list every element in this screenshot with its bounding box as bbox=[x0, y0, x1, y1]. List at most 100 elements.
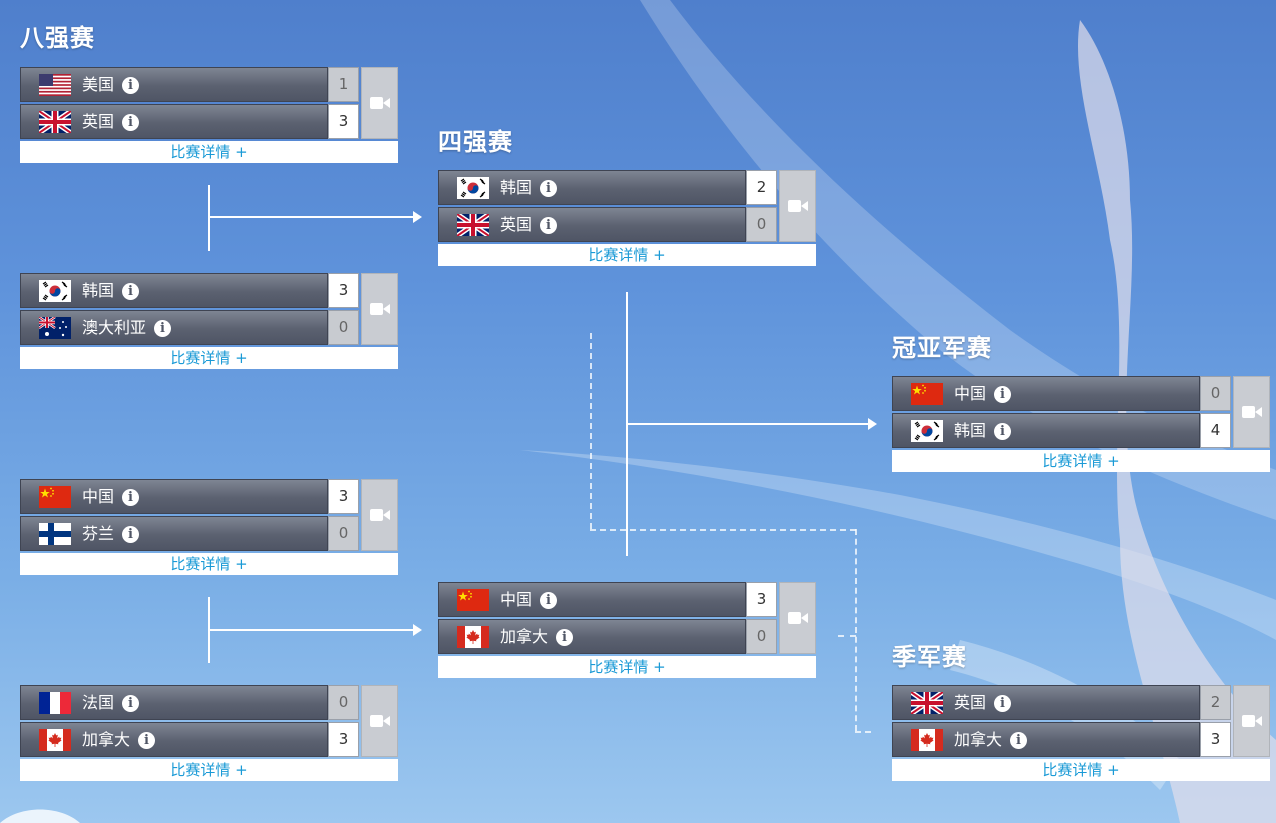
info-icon[interactable]: i bbox=[556, 629, 574, 646]
team-score: 3 bbox=[328, 722, 359, 757]
team-row[interactable]: 韩国 i bbox=[20, 273, 328, 308]
team-name: 英国 bbox=[82, 112, 115, 131]
info-icon[interactable]: i bbox=[540, 180, 558, 197]
team-row[interactable]: 澳大利亚 i bbox=[20, 310, 328, 345]
team-name-wrap: 英国 i bbox=[954, 693, 1012, 713]
team-name: 澳大利亚 bbox=[82, 318, 147, 337]
bracket-connector-vertical bbox=[208, 597, 210, 663]
video-replay-button[interactable] bbox=[779, 170, 816, 242]
info-icon[interactable]: i bbox=[994, 386, 1012, 403]
info-icon[interactable]: i bbox=[122, 489, 140, 506]
team-name: 加拿大 bbox=[500, 627, 549, 646]
info-icon[interactable]: i bbox=[122, 77, 140, 94]
match-details-link[interactable]: 比赛详情 + bbox=[20, 553, 398, 575]
loser-path-dashed-line bbox=[855, 731, 871, 733]
video-replay-button[interactable] bbox=[361, 273, 398, 345]
bracket-connector-horizontal bbox=[210, 629, 413, 631]
arrow-right-icon bbox=[413, 624, 422, 636]
team-row[interactable]: 英国 i bbox=[892, 685, 1200, 720]
loser-path-dashed-line bbox=[590, 333, 592, 529]
match-details-link[interactable]: 比赛详情 + bbox=[20, 759, 398, 781]
match-details-link[interactable]: 比赛详情 + bbox=[438, 656, 816, 678]
team-name-wrap: 韩国 i bbox=[82, 281, 140, 301]
team-score: 4 bbox=[1200, 413, 1231, 448]
team-name: 韩国 bbox=[82, 281, 115, 300]
team-score: 0 bbox=[746, 619, 777, 654]
team-name: 法国 bbox=[82, 693, 115, 712]
team-score: 0 bbox=[746, 207, 777, 242]
bracket-connector-vertical bbox=[626, 292, 628, 556]
bracket-connector-vertical bbox=[208, 185, 210, 251]
team-score: 3 bbox=[328, 273, 359, 308]
bracket-connector-horizontal bbox=[628, 423, 868, 425]
round-title-third-place: 季军赛 bbox=[892, 643, 967, 671]
video-replay-button[interactable] bbox=[361, 479, 398, 551]
video-replay-button[interactable] bbox=[1233, 685, 1270, 757]
info-icon[interactable]: i bbox=[122, 695, 140, 712]
team-row[interactable]: 加拿大 i bbox=[438, 619, 746, 654]
team-row[interactable]: 中国 i bbox=[20, 479, 328, 514]
video-replay-button[interactable] bbox=[1233, 376, 1270, 448]
flag-canada-icon bbox=[39, 729, 71, 751]
arrow-right-icon bbox=[413, 211, 422, 223]
match-details-link[interactable]: 比赛详情 + bbox=[20, 347, 398, 369]
flag-france-icon bbox=[39, 692, 71, 714]
team-name: 中国 bbox=[82, 487, 115, 506]
bracket-connector-horizontal bbox=[210, 216, 413, 218]
video-replay-button[interactable] bbox=[779, 582, 816, 654]
info-icon[interactable]: i bbox=[994, 695, 1012, 712]
info-icon[interactable]: i bbox=[1010, 732, 1028, 749]
team-score: 3 bbox=[746, 582, 777, 617]
info-icon[interactable]: i bbox=[994, 423, 1012, 440]
info-icon[interactable]: i bbox=[540, 592, 558, 609]
team-score: 3 bbox=[1200, 722, 1231, 757]
info-icon[interactable]: i bbox=[122, 114, 140, 131]
flag-canada-icon bbox=[457, 626, 489, 648]
flag-china-icon bbox=[911, 383, 943, 405]
match-details-link[interactable]: 比赛详情 + bbox=[438, 244, 816, 266]
team-score: 0 bbox=[328, 310, 359, 345]
team-name-wrap: 澳大利亚 i bbox=[82, 318, 172, 338]
team-name-wrap: 法国 i bbox=[82, 693, 140, 713]
info-icon[interactable]: i bbox=[122, 283, 140, 300]
team-score: 0 bbox=[1200, 376, 1231, 411]
match-details-link[interactable]: 比赛详情 + bbox=[20, 141, 398, 163]
video-replay-button[interactable] bbox=[361, 67, 398, 139]
info-icon[interactable]: i bbox=[154, 320, 172, 337]
loser-path-dashed-line bbox=[838, 635, 856, 637]
info-icon[interactable]: i bbox=[138, 732, 156, 749]
match-details-link[interactable]: 比赛详情 + bbox=[892, 450, 1270, 472]
flag-uk-icon bbox=[39, 111, 71, 133]
team-row[interactable]: 加拿大 i bbox=[892, 722, 1200, 757]
team-name: 加拿大 bbox=[954, 730, 1003, 749]
flag-korea-icon bbox=[39, 280, 71, 302]
match-details-link[interactable]: 比赛详情 + bbox=[892, 759, 1270, 781]
flag-uk-icon bbox=[911, 692, 943, 714]
info-icon[interactable]: i bbox=[540, 217, 558, 234]
video-replay-button[interactable] bbox=[361, 685, 398, 757]
team-name: 英国 bbox=[954, 693, 987, 712]
team-row[interactable]: 英国 i bbox=[20, 104, 328, 139]
team-score: 2 bbox=[746, 170, 777, 205]
team-row[interactable]: 法国 i bbox=[20, 685, 328, 720]
info-icon[interactable]: i bbox=[122, 526, 140, 543]
